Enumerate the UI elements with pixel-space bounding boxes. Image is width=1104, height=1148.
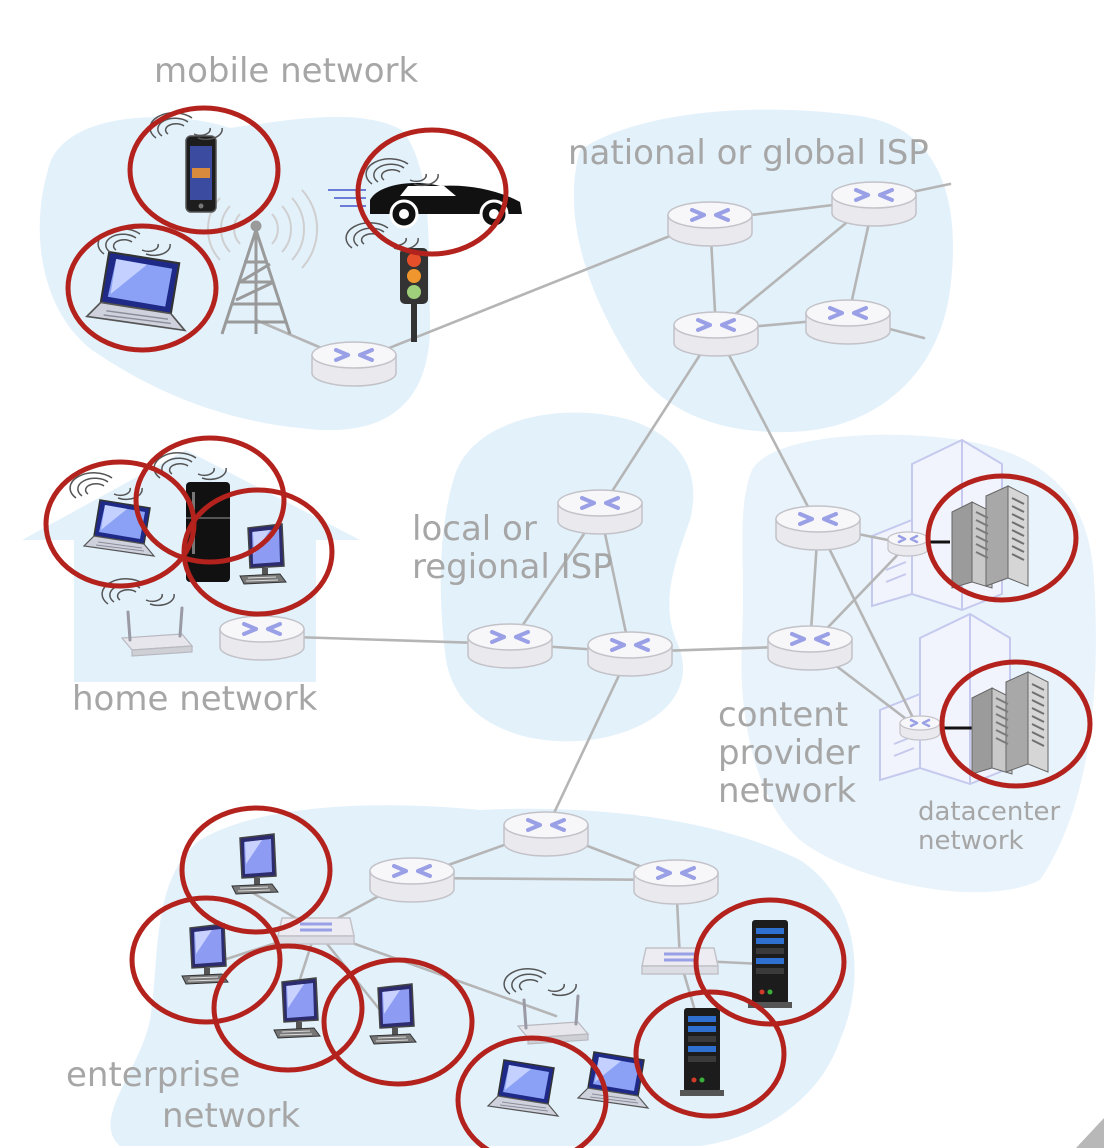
server-tower-icon: [680, 1008, 724, 1096]
traffic-light-icon: [345, 222, 428, 342]
mobile-devices: [85, 112, 522, 342]
router-icon: [830, 180, 918, 228]
cell-tower-icon: [207, 189, 319, 335]
ring-enterprise-laptop: [455, 1035, 609, 1148]
highlight-rings: [43, 105, 1093, 1148]
router-icon: [774, 504, 862, 552]
server-tower-icon: [748, 920, 792, 1008]
router-icon: [586, 630, 674, 678]
ring-enterprise-server-2: [633, 989, 787, 1119]
router-icon: [672, 310, 760, 358]
content-provider-label: content provider network: [718, 695, 860, 812]
mobile-network-label: mobile network: [154, 51, 419, 91]
ring-enterprise-desktop-3: [211, 943, 365, 1073]
ring-refrigerator: [133, 435, 287, 565]
ring-datacenter-server-1: [925, 473, 1079, 603]
ring-enterprise-desktop-2: [129, 895, 283, 1025]
router-icon: [632, 858, 720, 906]
router-icon: [368, 856, 456, 904]
link-switch-icon: [640, 946, 720, 976]
national-isp-label: national or global ISP: [568, 133, 929, 173]
local-isp-label: local or regional ISP: [412, 509, 613, 588]
router-icon: [502, 810, 590, 858]
datacenter-label: datacenter network: [918, 797, 1061, 857]
ring-datacenter-server-2: [939, 659, 1093, 789]
home-network-label: home network: [72, 679, 318, 719]
router-icon: [766, 624, 854, 672]
corner-mark: [1076, 1118, 1104, 1148]
smartphone-icon: [149, 112, 223, 213]
enterprise-label: enterprise: [66, 1055, 241, 1095]
ring-home-desktop: [181, 487, 335, 617]
router-icon: [218, 614, 306, 662]
router-icon: [666, 200, 754, 248]
enterprise-network-label: network: [162, 1096, 301, 1136]
router-icon: [310, 340, 398, 388]
ring-car: [355, 127, 509, 257]
ring-smartphone: [127, 105, 281, 235]
router-icon: [804, 298, 892, 346]
ring-enterprise-server-1: [693, 897, 847, 1027]
router-icon: [898, 714, 942, 742]
router-icon: [886, 530, 930, 558]
ring-mobile-laptop: [65, 223, 219, 353]
ring-enterprise-desktop-1: [179, 805, 333, 935]
link-switch-icon: [276, 916, 356, 946]
router-icon: [466, 622, 554, 670]
ring-enterprise-desktop-4: [321, 957, 475, 1087]
